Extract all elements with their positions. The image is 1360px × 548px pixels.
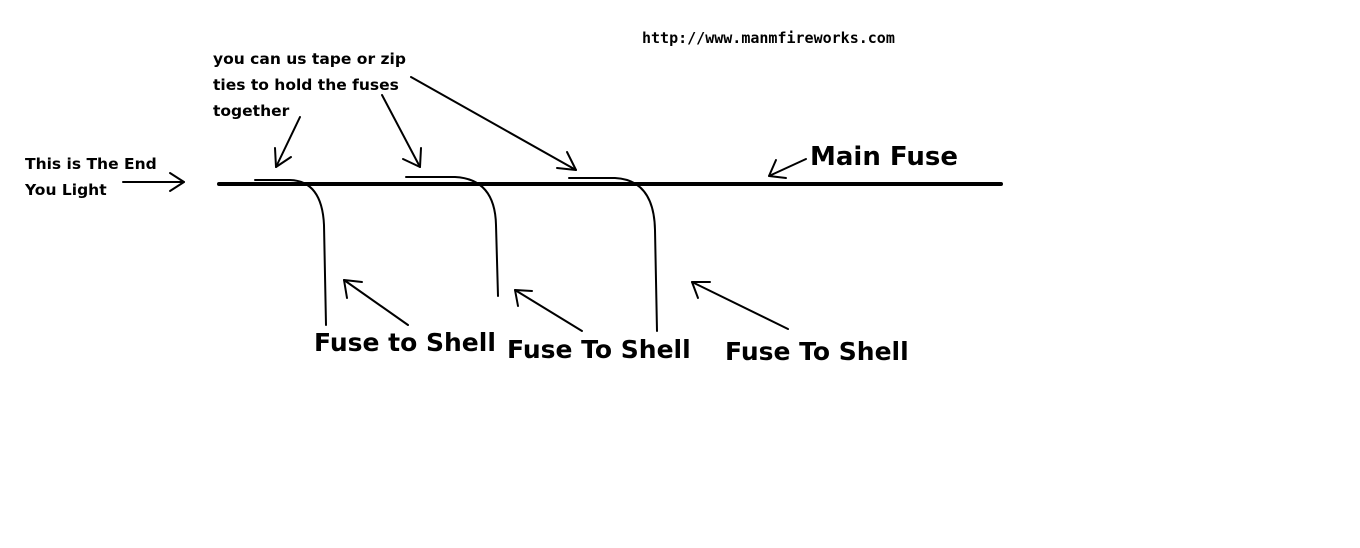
tape-note-line-3: together (213, 102, 290, 120)
tape-zip-tie-note: you can us tape or zip ties to hold the … (213, 46, 406, 124)
website-url: http://www.manmfireworks.com (642, 29, 895, 47)
tape-note-line-1: you can us tape or zip (213, 50, 406, 68)
shell-fuse-branch-3 (568, 177, 658, 332)
shell-arrow-3 (691, 281, 789, 330)
fuse-to-shell-label-1: Fuse to Shell (314, 328, 496, 357)
shell-arrow-2 (514, 289, 583, 332)
light-end-label: This is The End You Light (25, 151, 157, 203)
main-fuse-arrow (768, 158, 807, 179)
shell-fuse-branch-2 (405, 176, 499, 297)
tape-note-line-2: ties to hold the fuses (213, 76, 399, 94)
light-end-line-2: You Light (25, 181, 107, 199)
main-fuse-label: Main Fuse (810, 142, 958, 172)
tape-arrow-2 (381, 94, 422, 168)
fuse-to-shell-label-2: Fuse To Shell (507, 335, 691, 364)
tape-arrow-1 (274, 116, 301, 168)
light-end-arrow (122, 172, 185, 192)
tape-arrow-3 (410, 76, 577, 171)
shell-arrow-1 (343, 279, 409, 326)
fuse-to-shell-label-3: Fuse To Shell (725, 337, 909, 366)
shell-fuse-branch-1 (254, 179, 327, 326)
light-end-line-1: This is The End (25, 155, 157, 173)
